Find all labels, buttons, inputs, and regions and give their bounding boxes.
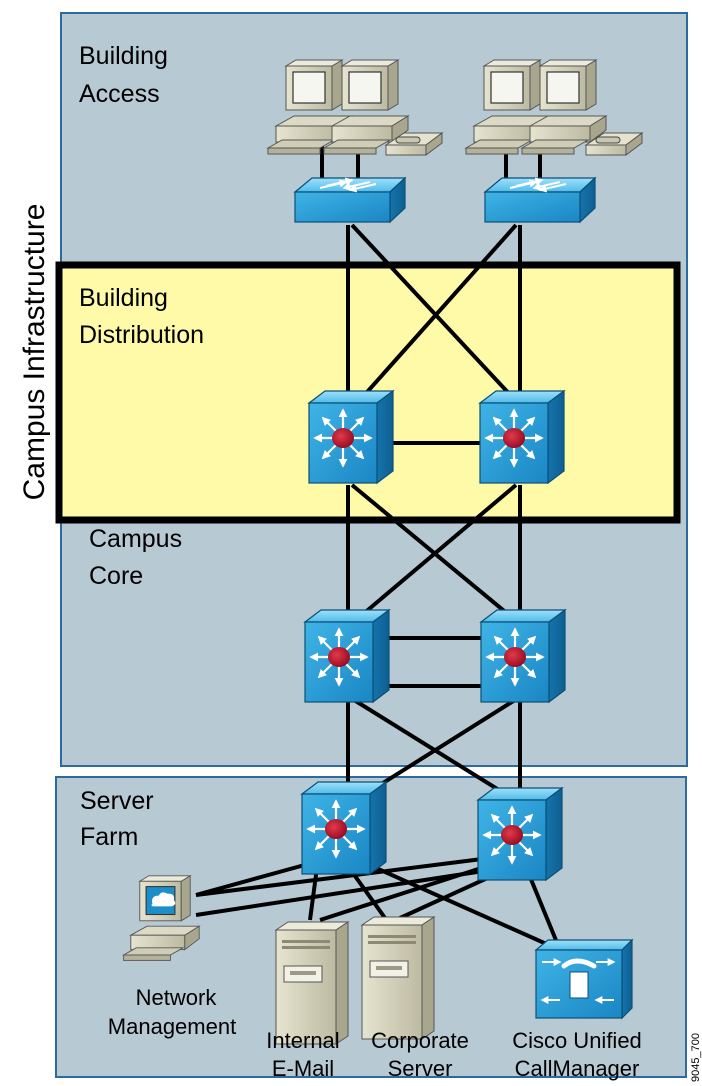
callmanager-label-line2: CallManager	[515, 1056, 640, 1081]
internal-email-label-line1: Internal	[266, 1028, 339, 1053]
server-farm-label-line1: Server	[80, 787, 154, 815]
access-switch-right-icon	[485, 178, 595, 222]
network-management-label-line1: Network	[136, 985, 218, 1010]
corporate-server-icon	[361, 916, 435, 1040]
server-farm-label-line2: Farm	[80, 823, 138, 851]
distribution-switch-left-icon	[309, 391, 393, 483]
building-distribution-label-line2: Distribution	[79, 321, 204, 349]
core-switch-left-icon	[305, 610, 389, 702]
callmanager-label-line1: Cisco Unified	[512, 1028, 642, 1053]
campus-core-label-line2: Core	[89, 562, 143, 590]
building-access-label-line1: Building	[79, 42, 168, 70]
corporate-server-label-line2: Server	[388, 1056, 453, 1081]
network-management-label-line2: Management	[108, 1014, 236, 1039]
server-farm-switch-right-icon	[478, 788, 562, 880]
server-farm-switch-left-icon	[302, 782, 386, 874]
building-distribution-label-line1: Building	[79, 284, 168, 312]
distribution-switch-right-icon	[480, 391, 564, 483]
corporate-server-label-line1: Corporate	[371, 1028, 469, 1053]
access-switch-left-icon	[295, 178, 405, 222]
campus-core-label-line1: Campus	[89, 525, 182, 553]
internal-email-label-line2: E-Mail	[272, 1056, 334, 1081]
figure-id: 9045_700	[690, 1033, 702, 1082]
core-switch-right-icon	[481, 610, 565, 702]
network-management-station-icon	[121, 875, 201, 961]
building-access-label-line2: Access	[79, 80, 160, 108]
internal-email-server-icon	[275, 921, 349, 1045]
campus-infrastructure-title: Campus Infrastructure	[18, 204, 51, 501]
callmanager-icon	[534, 938, 634, 1020]
